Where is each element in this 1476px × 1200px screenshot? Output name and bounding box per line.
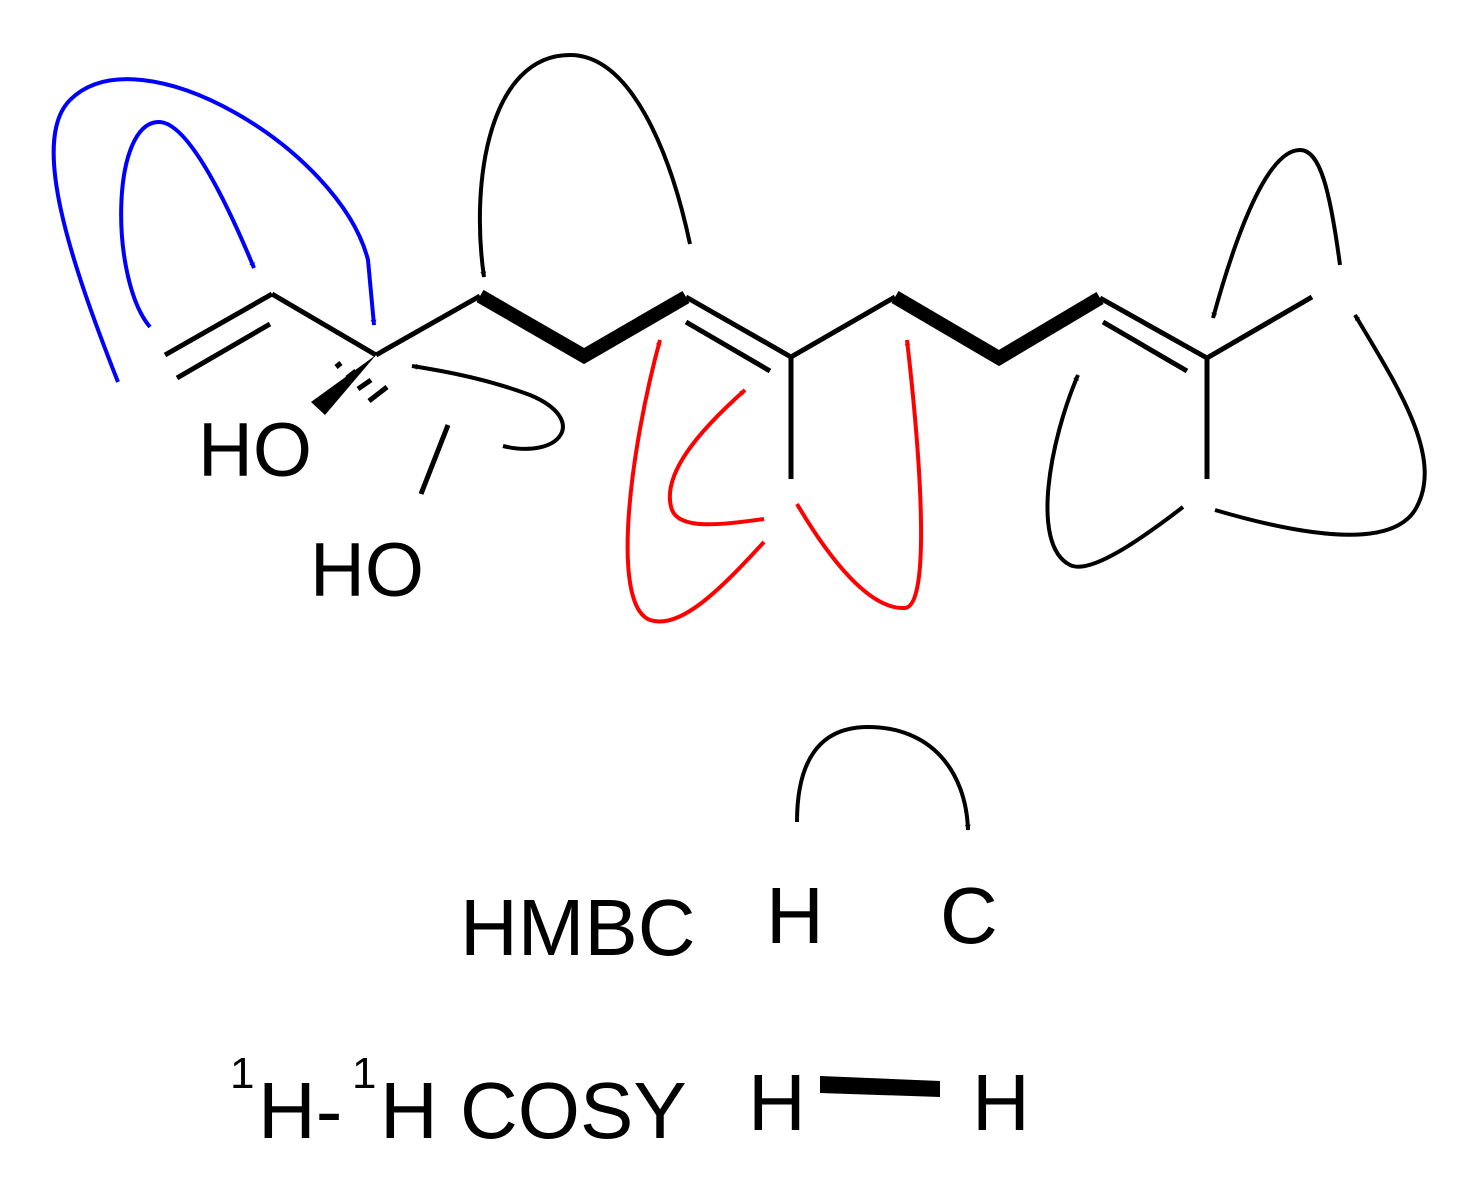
hmbc-arrow-black-methyl (1214, 313, 1427, 537)
legend-hmbc-from: H (766, 871, 824, 960)
legend-hmbc-label: HMBC (460, 883, 696, 972)
cosy-bond-c8-c10 (891, 290, 1104, 367)
legend-hmbc-to: C (940, 871, 998, 960)
hmbc-arrow-red-c7 (667, 388, 765, 527)
double-bond-c6-c7-outer (684, 294, 793, 360)
methyl-bond-c11-right (1205, 294, 1314, 361)
legend-hmbc-arrow-icon (795, 724, 971, 831)
legend-hmbc: HMBC H C (460, 724, 998, 972)
double-bond-c10-c11-inner (1101, 319, 1189, 374)
hmbc-arrow-black-c10 (1045, 374, 1185, 569)
hmbc-arrow-blue-outer (51, 77, 377, 383)
double-bond-c10-c11-outer (1098, 295, 1209, 361)
bond-c7-c8 (789, 294, 897, 360)
hmbc-arrow-black-c4 (477, 52, 692, 278)
hmbc-arrow-red-c8 (795, 339, 924, 611)
hydroxyl-label-left: HO (198, 408, 312, 493)
vinyl-double-bond-outer (163, 291, 274, 358)
molecule-skeleton (163, 289, 1314, 495)
hashed-bond (334, 361, 389, 403)
hmbc-arrows-blue (51, 77, 377, 383)
hmbc-arrow-red-c6 (625, 339, 766, 624)
bond-c3-c4 (374, 293, 482, 358)
legend-cosy: 1 H- 1 H COSY H H (230, 1049, 1030, 1155)
legend-cosy-h2: H COSY (380, 1066, 687, 1155)
hmbc-arrow-black-c3 (411, 363, 565, 451)
bond-c2-c3 (270, 291, 378, 358)
hmbc-arrow-blue-inner (119, 119, 256, 329)
legend-cosy-sup2: 1 (352, 1049, 376, 1098)
vinyl-double-bond-inner (175, 321, 272, 381)
legend-cosy-bond-icon (820, 1076, 940, 1097)
legend-cosy-sup1: 1 (230, 1049, 254, 1098)
legend-cosy-from: H (748, 1058, 806, 1147)
legend-cosy-to: H (972, 1058, 1030, 1147)
double-bond-c6-c7-inner (684, 319, 772, 374)
wedge-bond (311, 355, 376, 415)
hmbc-arrow-black-c11 (1211, 147, 1342, 319)
cosy-bond-c4-c6 (476, 289, 690, 365)
legend-cosy-h1: H- (258, 1066, 342, 1155)
hmbc-arrows-black (411, 52, 1427, 569)
hydroxyl-label-bottom: HO (310, 528, 424, 613)
hmbc-arrows-red (625, 339, 924, 624)
bond-ch2-oh (418, 424, 451, 495)
